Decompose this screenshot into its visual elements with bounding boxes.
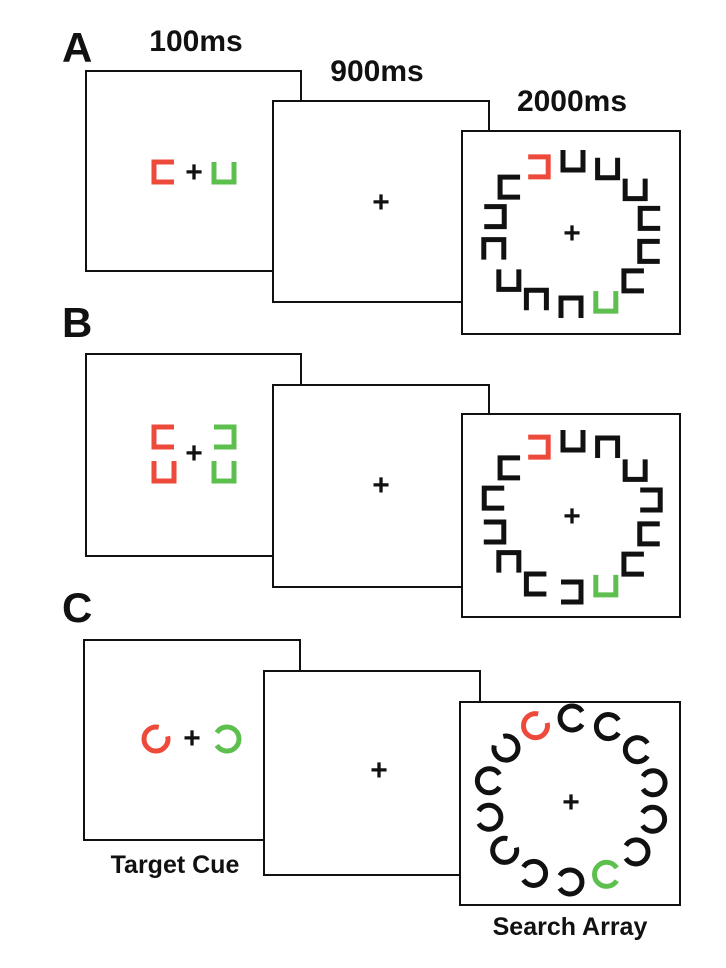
search-item-10 [523, 571, 547, 597]
search-item-4 [622, 178, 648, 202]
search-item-12 [476, 802, 504, 832]
cue-frame-a [85, 70, 302, 272]
search-item-13 [481, 485, 505, 511]
cue-right-shape-1 [211, 162, 237, 185]
search-item-14 [497, 455, 521, 481]
panel-label-b: B [62, 299, 92, 346]
search-item-13 [474, 766, 502, 796]
fixation-delay-c: + [370, 754, 388, 787]
fixation-search-a: + [563, 217, 581, 250]
cue-display-b [151, 424, 237, 484]
search-array-caption: Search Array [493, 913, 648, 941]
fixation-search-b: + [563, 500, 581, 533]
search-item-14 [497, 174, 521, 200]
search-item-8 [593, 291, 619, 314]
fixation-cue-b: + [185, 437, 203, 470]
search-item-4 [622, 459, 648, 482]
search-item-6 [637, 238, 660, 264]
search-item-1 [528, 434, 551, 460]
timing-delay-label: 900ms [330, 55, 423, 88]
search-item-2 [560, 430, 586, 453]
delay-frame-c [263, 670, 481, 876]
search-item-1 [521, 711, 550, 741]
search-item-3 [595, 157, 621, 181]
search-item-12 [481, 237, 507, 260]
search-frame-a [461, 130, 681, 335]
search-item-3 [593, 712, 621, 742]
search-item-14 [491, 733, 521, 763]
search-item-7 [623, 837, 651, 867]
delay-frame-b [272, 384, 490, 588]
panel-label-a: A [62, 24, 92, 71]
search-item-10 [521, 858, 549, 888]
delay-frame-a [272, 100, 490, 303]
cue-display-c [141, 724, 242, 754]
fixation-search-c: + [562, 786, 580, 819]
search-item-8 [593, 574, 619, 598]
search-item-9 [557, 867, 585, 897]
search-item-7 [621, 551, 644, 577]
row-c: + + + [83, 639, 681, 906]
search-item-10 [523, 287, 549, 311]
fixation-cue-a: + [185, 156, 203, 189]
fixation-delay-b: + [372, 469, 390, 502]
cue-left-shape-1 [151, 424, 174, 450]
cue-right-shape-2 [211, 461, 237, 484]
cue-display-a [151, 159, 237, 185]
search-item-6 [640, 804, 668, 834]
search-item-5 [640, 487, 663, 513]
row-b: + + + [85, 353, 681, 618]
search-array-a [481, 150, 661, 318]
cue-right-shape-1 [214, 724, 242, 754]
search-item-9 [561, 579, 584, 605]
row-a: + + + [85, 70, 681, 335]
timing-cue-label: 100ms [149, 25, 242, 58]
search-item-2 [560, 150, 586, 173]
search-item-1 [528, 154, 551, 180]
fixation-delay-a: + [372, 186, 390, 219]
cue-frame-b [85, 353, 302, 557]
cue-right-shape-1 [214, 424, 237, 450]
search-item-6 [637, 521, 660, 547]
search-item-9 [558, 295, 584, 318]
search-item-2 [557, 703, 585, 733]
search-item-12 [483, 519, 507, 545]
search-item-5 [640, 768, 668, 798]
search-item-5 [637, 205, 661, 231]
cue-left-shape-1 [151, 159, 174, 185]
target-cue-caption: Target Cue [111, 851, 240, 879]
search-item-7 [621, 268, 644, 294]
search-item-13 [484, 204, 507, 230]
search-item-3 [595, 435, 621, 458]
fixation-cue-c: + [183, 722, 201, 755]
search-item-8 [592, 859, 619, 889]
search-item-4 [622, 735, 650, 765]
search-item-11 [496, 269, 522, 292]
search-array-b [481, 430, 663, 605]
search-array-c [474, 703, 668, 897]
cue-left-shape-1 [141, 724, 171, 754]
panel-label-c: C [62, 584, 92, 631]
search-item-11 [490, 835, 520, 865]
search-item-11 [496, 550, 522, 573]
cue-left-shape-2 [151, 461, 177, 484]
timing-search-label: 2000ms [517, 85, 627, 118]
